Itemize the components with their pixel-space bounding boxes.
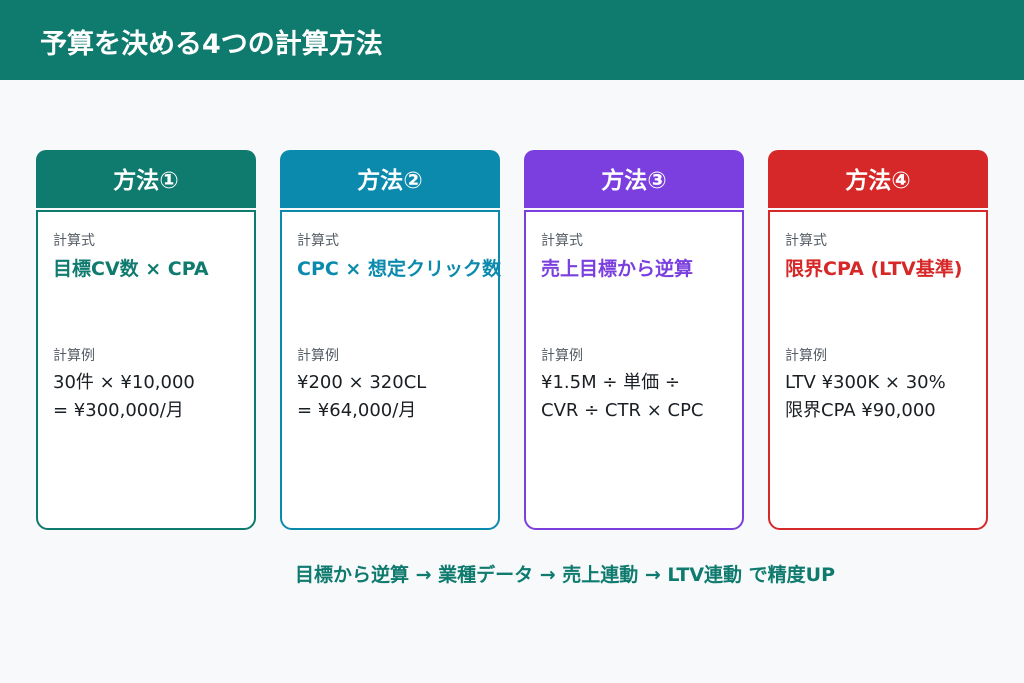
example-label: 計算例 bbox=[53, 348, 95, 364]
formula-text: CPC × 想定クリック数 bbox=[297, 258, 501, 280]
formula-label: 計算式 bbox=[53, 233, 95, 249]
method-card-title: 方法③ bbox=[524, 150, 744, 208]
formula-label: 計算式 bbox=[785, 233, 827, 249]
example-text: ¥200 × 320CL = ¥64,000/月 bbox=[297, 369, 426, 425]
example-label: 計算例 bbox=[785, 348, 827, 364]
method-card-1: 方法① 計算式 目標CV数 × CPA 計算例 30件 × ¥10,000 = … bbox=[36, 150, 256, 530]
method-card-title: 方法② bbox=[280, 150, 500, 208]
method-card-2: 方法② 計算式 CPC × 想定クリック数 計算例 ¥200 × 320CL =… bbox=[280, 150, 501, 530]
page-title: 予算を決める4つの計算方法 bbox=[40, 29, 383, 60]
method-card-body: 計算式 限界CPA (LTV基準) 計算例 LTV ¥300K × 30% 限界… bbox=[768, 210, 988, 530]
example-line-1: ¥1.5M ÷ 単価 ÷ bbox=[541, 372, 680, 393]
method-card-4: 方法④ 計算式 限界CPA (LTV基準) 計算例 LTV ¥300K × 30… bbox=[768, 150, 988, 530]
example-line-2: 限界CPA ¥90,000 bbox=[785, 400, 936, 421]
method-card-body: 計算式 目標CV数 × CPA 計算例 30件 × ¥10,000 = ¥300… bbox=[36, 210, 256, 530]
example-line-1: LTV ¥300K × 30% bbox=[785, 372, 946, 393]
formula-text: 限界CPA (LTV基準) bbox=[785, 258, 963, 280]
example-text: LTV ¥300K × 30% 限界CPA ¥90,000 bbox=[785, 369, 946, 425]
method-card-body: 計算式 CPC × 想定クリック数 計算例 ¥200 × 320CL = ¥64… bbox=[280, 210, 501, 530]
example-text: ¥1.5M ÷ 単価 ÷ CVR ÷ CTR × CPC bbox=[541, 369, 704, 425]
method-card-body: 計算式 売上目標から逆算 計算例 ¥1.5M ÷ 単価 ÷ CVR ÷ CTR … bbox=[524, 210, 744, 530]
example-line-2: CVR ÷ CTR × CPC bbox=[541, 400, 704, 421]
method-card-title: 方法④ bbox=[768, 150, 988, 208]
example-label: 計算例 bbox=[297, 348, 339, 364]
method-card-3: 方法③ 計算式 売上目標から逆算 計算例 ¥1.5M ÷ 単価 ÷ CVR ÷ … bbox=[524, 150, 744, 530]
formula-label: 計算式 bbox=[297, 233, 339, 249]
formula-label: 計算式 bbox=[541, 233, 583, 249]
example-line-2: = ¥300,000/月 bbox=[53, 400, 184, 421]
header-bar: 予算を決める4つの計算方法 bbox=[0, 0, 1024, 80]
example-line-1: ¥200 × 320CL bbox=[297, 372, 427, 393]
example-line-1: 30件 × ¥10,000 bbox=[53, 372, 195, 393]
summary-text: 目標から逆算 → 業種データ → 売上連動 → LTV連動 で精度UP bbox=[294, 564, 836, 586]
formula-text: 目標CV数 × CPA bbox=[53, 258, 209, 280]
method-card-title: 方法① bbox=[36, 150, 256, 208]
example-line-2: = ¥64,000/月 bbox=[297, 400, 417, 421]
example-label: 計算例 bbox=[541, 348, 583, 364]
formula-text: 売上目標から逆算 bbox=[541, 258, 694, 280]
example-text: 30件 × ¥10,000 = ¥300,000/月 bbox=[53, 369, 195, 425]
